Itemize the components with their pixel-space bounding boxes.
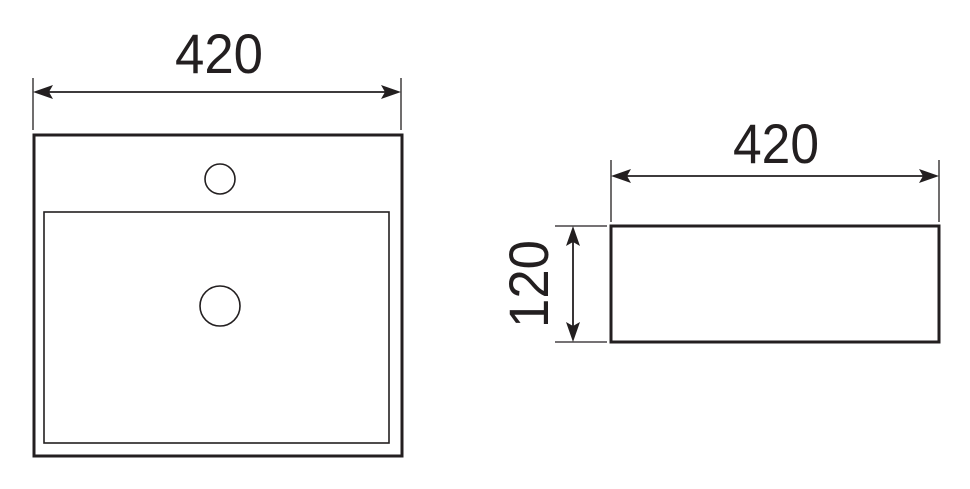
arrowhead-right (381, 85, 401, 99)
side-view-height-dimension: 120 (497, 225, 607, 343)
side-view-width-label: 420 (733, 112, 819, 175)
basin-bowl-outline (43, 211, 390, 444)
arrowhead-right (919, 169, 939, 183)
arrowhead-left (611, 169, 631, 183)
top-view-width-dimension: 420 (32, 22, 402, 130)
drain-hole (199, 285, 241, 327)
top-view-width-label: 420 (175, 22, 263, 85)
side-view (609, 224, 941, 344)
arrowhead-bottom (566, 322, 580, 342)
top-view-outer-outline (32, 133, 404, 458)
top-view (32, 133, 404, 458)
side-view-outline (609, 224, 941, 344)
arrowhead-top (566, 226, 580, 246)
side-view-width-dimension: 420 (610, 112, 940, 222)
side-view-height-label: 120 (497, 240, 560, 328)
tap-hole (204, 163, 236, 195)
arrowhead-left (33, 85, 53, 99)
